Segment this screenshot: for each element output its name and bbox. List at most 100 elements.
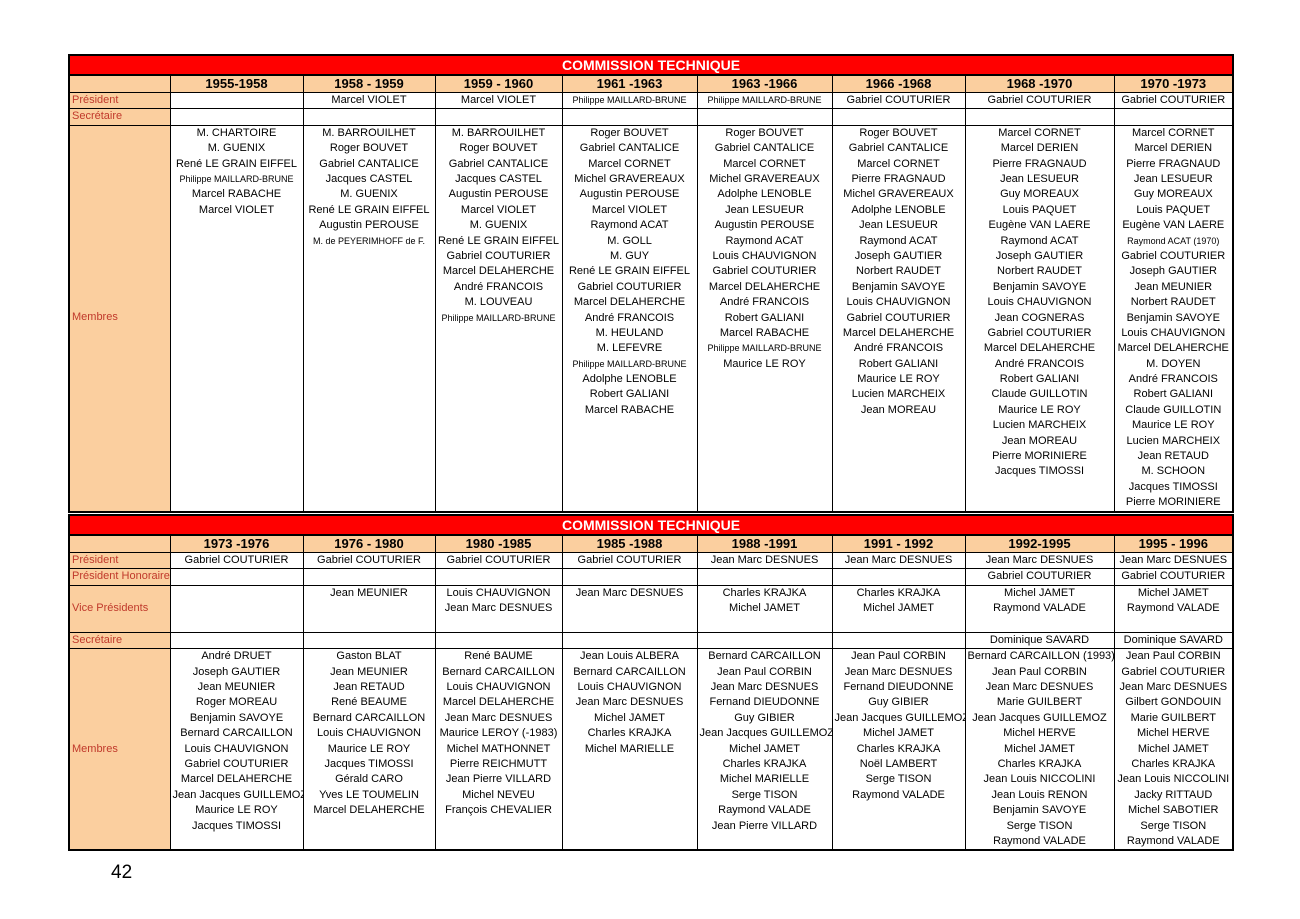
member-name: Marcel CORNET [998, 126, 1081, 139]
member-name: Jean Marc DESNUES [985, 554, 1094, 566]
member-name: Michel JAMET [1004, 742, 1075, 755]
member-name [173, 633, 301, 647]
member-name: Gérald CARO [335, 773, 403, 786]
names-cell [696, 631, 833, 650]
member-name: Louis PAQUET [1002, 203, 1077, 216]
member-name: Marcel DERIEN [1134, 142, 1213, 155]
member-name: Louis PAQUET [1136, 203, 1211, 216]
member-name: M. CHARTOIRE [196, 126, 277, 139]
member-name: Jean MOREAU [860, 403, 937, 416]
member-name: Jacques CASTEL [455, 172, 542, 185]
member-name: Adolphe LENOBLE [851, 203, 946, 216]
member-name: Louis CHAUVIGNON [446, 681, 551, 693]
names-cell [696, 108, 833, 126]
member-name: M. GUY [609, 249, 650, 262]
member-name: Gabriel CANTALICE [848, 142, 949, 155]
names-cell [302, 631, 436, 650]
names-cell [696, 568, 833, 586]
member-name: Louis CHAUVIGNON [577, 681, 682, 693]
member-name: M. GUENIX [207, 142, 266, 155]
member-name: Gabriel CANTALICE [579, 142, 680, 155]
member-name: Claude GUILLOTIN [991, 388, 1088, 401]
member-name: Norbert RAUDET [856, 265, 941, 278]
member-name: Jean Marc DESNUES [985, 681, 1094, 693]
member-name: Jean Jacques GUILLEMOZ [834, 711, 965, 724]
member-name: Jean Marc DESNUES [710, 681, 819, 693]
member-name: Benjamin SAVOYE [992, 280, 1087, 293]
member-name: Jean RETAUD [333, 681, 405, 693]
member-name: Serge TISON [1006, 819, 1073, 832]
member-name: Pierre FRAGNAUD [851, 172, 946, 185]
names-cell: Roger BOUVET Gabriel CANTALICE Marcel CORN… [561, 124, 698, 513]
names-cell: Jean Marc DESNUES [964, 551, 1115, 570]
member-name: Augustin PEROUSE [714, 219, 815, 232]
member-name: Roger BOUVET [859, 126, 938, 139]
member-name: M. de PEYERIMHOFF de F. [312, 235, 426, 246]
member-name: Jean Paul CORBIN [992, 665, 1087, 678]
period-header: 1958 - 1959 [302, 74, 436, 93]
member-name: Pierre FRAGNAUD [1126, 157, 1221, 170]
member-name: Maurice LE ROY [1132, 419, 1215, 432]
member-name: Noël LAMBERT [859, 757, 938, 770]
member-name: Louis CHAUVIGNON [846, 296, 951, 309]
period-header: 1966 -1968 [831, 74, 966, 93]
member-name: Roger MOREAU [195, 696, 278, 709]
member-name: Maurice LE ROY [857, 373, 940, 386]
names-cell: M. CHARTOIRE M. GUENIX René LE GRAIN EIFFE… [169, 124, 304, 513]
member-name: Jean COGNERAS [994, 311, 1085, 324]
names-cell [169, 631, 304, 650]
member-name: Joseph GAUTIER [1129, 265, 1217, 278]
period-header: 1988 -1991 [696, 534, 833, 553]
member-name: M. GUENIX [340, 188, 398, 201]
member-name: Lucien MARCHEIX [1126, 434, 1221, 447]
member-name: Marie GUILBERT [996, 696, 1083, 709]
member-name: Benjamin SAVOYE [189, 711, 284, 724]
names-cell: Gabriel COUTURIER [561, 551, 698, 570]
member-name: Bernard CARCAILLON [442, 665, 555, 678]
member-name: Gabriel COUTURIER [987, 94, 1092, 106]
names-cell: Gabriel COUTURIER [434, 551, 563, 570]
row-label: Secrétaire [68, 631, 171, 650]
member-name: Charles KRAJKA [587, 727, 672, 740]
member-name: Michel GRAVEREAUX [709, 172, 820, 185]
member-name: Bernard CARCAILLON [573, 665, 686, 678]
member-name: Jean Marc DESNUES [575, 586, 684, 599]
member-name: Robert GALIANI [589, 388, 670, 401]
member-name: Louis CHAUVIGNON [446, 586, 551, 599]
member-name: Gilbert GONDOUIN [1125, 696, 1222, 709]
member-name: Raymond ACAT [590, 219, 669, 232]
member-name: Serge TISON [731, 788, 798, 801]
member-name: Marcel DELAHERCHE [573, 296, 686, 309]
member-name: Jean Marc DESNUES [844, 665, 953, 678]
member-name: Robert GALIANI [858, 357, 939, 370]
names-cell: Gabriel COUTURIER [964, 568, 1115, 586]
member-name: Jean Marc DESNUES [1119, 554, 1228, 566]
member-name: René LE GRAIN EIFFEL [175, 157, 298, 170]
member-name: Maurice LE ROY [327, 742, 411, 755]
member-name: Louis CHAUVIGNON [712, 249, 817, 262]
member-name [306, 570, 433, 584]
member-name: Marcel VIOLET [198, 203, 275, 216]
names-cell: Jean Marc DESNUES [696, 551, 833, 570]
member-name: Marcel CORNET [588, 157, 671, 170]
member-name: Jean Jacques GUILLEMOZ [699, 727, 832, 740]
member-name: André FRANCOIS [453, 280, 544, 293]
member-name: Raymond ACAT [725, 234, 804, 247]
member-name: Bernard CARCAILLON [708, 650, 821, 663]
member-name: François CHEVALIER [445, 804, 552, 817]
member-name: Fernand DIEUDONNE [843, 681, 954, 693]
member-name: Bernard CARCAILLON [180, 727, 293, 740]
period-header: 1995 - 1996 [1113, 534, 1234, 553]
member-name: Roger BOUVET [590, 126, 669, 139]
member-name: Charles KRAJKA [856, 586, 941, 599]
member-name [565, 633, 695, 647]
member-name: Charles KRAJKA [997, 757, 1082, 770]
member-name: Gabriel COUTURIER [446, 249, 551, 262]
